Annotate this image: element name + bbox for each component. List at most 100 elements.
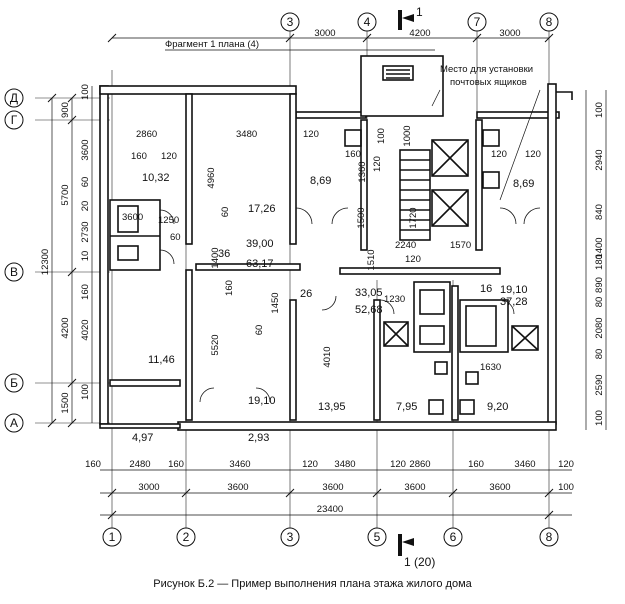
inner-dim: 1400 [210,247,221,268]
dim-left-inner: 4020 [80,319,91,340]
inner-dim: 1360 [357,161,368,182]
dim-bottom-1: 3460 [229,459,250,470]
dim-left-inner: 20 [80,201,91,212]
dim-bottom-1: 160 [168,459,184,470]
section-mark-bottom-label: 1 (20) [404,555,435,569]
room-area: 8,69 [310,175,331,187]
dim-bottom-1: 2860 [409,459,430,470]
dim-bottom-1: 160 [468,459,484,470]
inner-dim: 120 [491,149,507,160]
dim-bottom-1: 120 [558,459,574,470]
inner-dim: 1000 [402,125,413,146]
axis-top-3-circle [280,12,300,32]
room-area: 16 [480,283,492,295]
inner-dim: 2240 [395,240,416,251]
axis-bottom-3-circle [280,527,300,547]
room-area: 52,68 [355,304,383,316]
inner-dim: 1510 [366,249,377,270]
dim-left-inner: 10 [80,251,91,262]
inner-dim: 3480 [236,129,257,140]
dim-left-axis: 900 [60,102,71,118]
axis-left-Б-circle [4,373,24,393]
dim-top: 4200 [409,28,430,39]
room-area: 10,32 [142,172,170,184]
inner-dim: 4010 [322,346,333,367]
axis-left-В: В [10,265,18,279]
axis-top-8: 8 [546,15,553,29]
room-area: 26 [300,288,312,300]
axis-bubbles [4,12,559,547]
dim-right: 100 [594,410,605,426]
axis-bottom-5-circle [367,527,387,547]
inner-dim: 1500 [356,207,367,228]
dim-left-inner: 3600 [80,139,91,160]
fragment-title: Фрагмент 1 плана (4) [165,39,259,50]
inner-dim: 120 [161,151,177,162]
dim-right: 80 [594,297,605,308]
inner-dim: 1570 [450,240,471,251]
axis-left-В-circle [4,262,24,282]
dim-left-inner: 160 [80,284,91,300]
dimension-lines [51,37,607,516]
inner-dim: 160 [224,280,235,296]
dim-right: 2080 [594,317,605,338]
note-line-2: почтовых ящиков [450,77,527,88]
inner-dim: 60 [220,207,231,218]
dim-right: 80 [594,349,605,360]
room-area: 39,00 [246,238,274,250]
axis-left-Б: Б [10,376,18,390]
axis-top-4: 4 [364,15,371,29]
room-area: 19,10 [248,395,276,407]
walls [99,55,573,431]
axis-left-Д: Д [10,91,18,105]
dim-left-axis: 5700 [60,184,71,205]
room-area: 33,05 [355,287,383,299]
axis-top-3: 3 [287,15,294,29]
axis-bottom-6-circle [443,527,463,547]
room-area: 37,28 [500,296,528,308]
dim-bottom-2: 3600 [227,482,248,493]
dim-left-inner: 60 [254,325,265,336]
inner-dim: 2860 [136,129,157,140]
dim-left-inner: 100 [80,84,91,100]
dim-bottom-2: 3000 [138,482,159,493]
inner-dim: 120 [303,129,319,140]
room-area: 2,93 [248,432,269,444]
dim-left-axis: 4200 [60,317,71,338]
room-area: 7,95 [396,401,417,413]
dim-right: 840 [594,204,605,220]
section-mark-label: 1 [416,5,423,19]
room-area: 17,26 [248,203,276,215]
inner-dim: 4960 [206,167,217,188]
axis-left-А-circle [4,413,24,433]
axis-left-Г: Г [11,113,18,127]
inner-dim: 160 [131,151,147,162]
note-line-1: Место для установки [440,64,533,75]
room-area: 36 [218,248,230,260]
room-area: 9,20 [487,401,508,413]
axis-bottom-6: 6 [450,530,457,544]
dim-left-inner: 100 [80,384,91,400]
dim-bottom-1: 160 [85,459,101,470]
dim-bottom-1: 3460 [514,459,535,470]
dim-top: 3000 [499,28,520,39]
dim-right: 2590 [594,374,605,395]
dim-left-axis: 1500 [60,392,71,413]
note-leader-2 [499,89,541,201]
axis-left-Д-circle [4,88,24,108]
dim-bottom-1: 3480 [334,459,355,470]
inner-dim: 120 [405,254,421,265]
axis-top-7: 7 [474,15,481,29]
room-area: 4,97 [132,432,153,444]
inner-dim: 1450 [270,292,281,313]
dim-left-overall: 12300 [40,249,51,275]
dim-right: 180 [594,254,605,270]
dim-bottom-2: 3600 [404,482,425,493]
inner-dim: 1630 [480,362,501,373]
section-mark-bottom [398,534,414,556]
figure-caption: Рисунок Б.2 — Пример выполнения плана эт… [153,578,472,590]
inner-dim: 1250 [158,215,179,226]
inner-dim: 120 [525,149,541,160]
dimension-ticks [47,33,554,520]
